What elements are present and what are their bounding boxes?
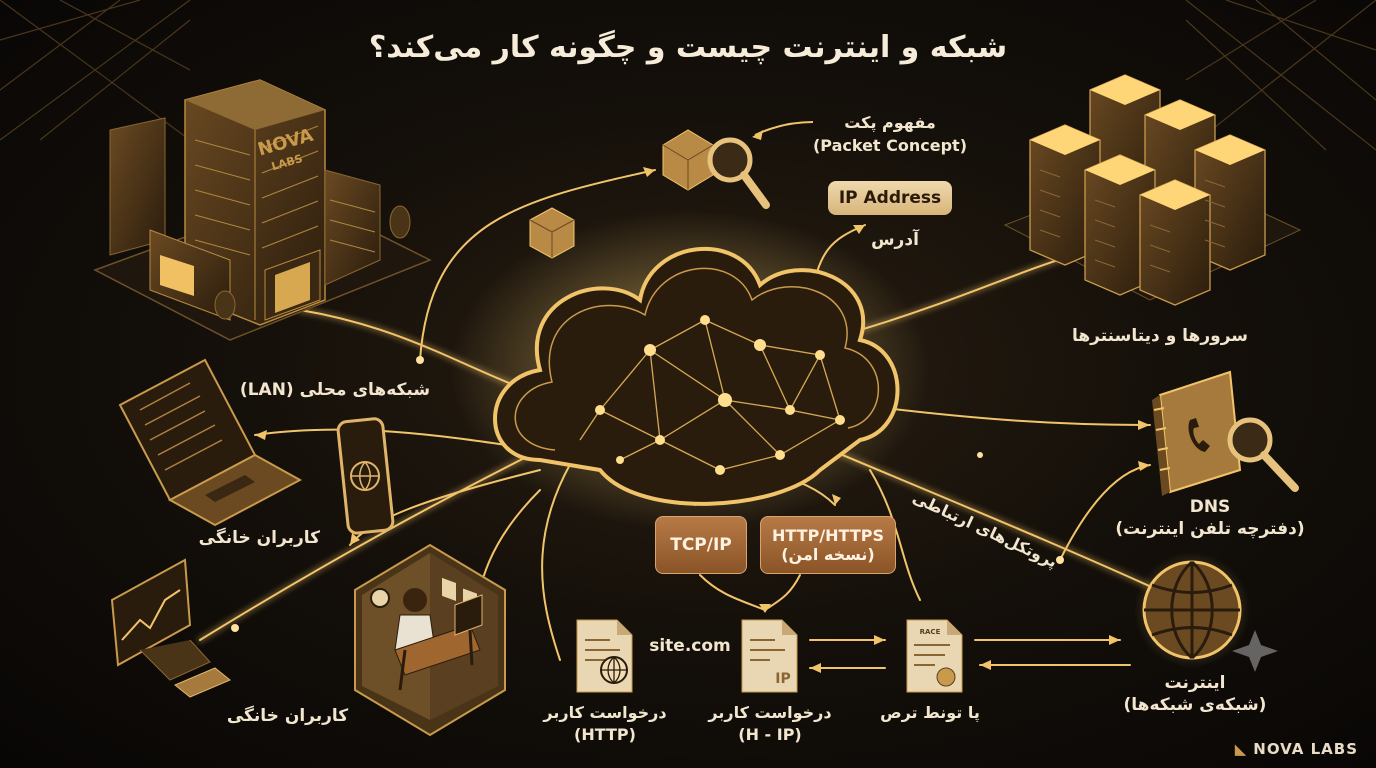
corner-lattice-left	[0, 0, 191, 141]
office-building-illustration	[93, 79, 432, 341]
brand-logo: ◣ NOVA LABS	[1235, 740, 1358, 758]
ip-address-label-fa: آدرس	[871, 230, 919, 250]
request-ip-label-line2: (H - IP)	[738, 725, 802, 744]
packet-label-en: (Packet Concept)	[812, 136, 968, 155]
document-ip-icon: IP	[741, 619, 798, 693]
home-users-label-2: کاربران خانگی	[226, 706, 349, 726]
brand-text: NOVA LABS	[1253, 740, 1358, 758]
site-label: site.com	[649, 636, 731, 656]
brand-mark-icon: ◣	[1234, 740, 1248, 758]
sparkle-icon	[1232, 630, 1278, 672]
lan-label: شبکه‌های محلی (LAN)	[239, 380, 431, 400]
dns-label-fa: (دفترچه تلفن اینترنت)	[1115, 519, 1305, 539]
office-cubicle-illustration	[354, 543, 506, 737]
request-http-label-line2: (HTTP)	[574, 725, 636, 744]
magnifier-icon	[707, 137, 770, 209]
document-ip-mark: IP	[775, 671, 790, 687]
home-users-label-1: کاربران خانگی	[198, 528, 320, 548]
http-https-chip-line2: (نسخه امن)	[781, 545, 875, 564]
laptop-illustration	[118, 358, 303, 527]
dns-magnifier-icon	[1227, 417, 1299, 492]
servers-label: سرورها و دیتاسنترها	[1072, 326, 1248, 346]
packet-cube-large	[662, 129, 714, 191]
tcpip-chip-label: TCP/IP	[670, 535, 732, 555]
http-https-chip-line1: HTTP/HTTPS	[772, 526, 884, 545]
cloud-network-illustration	[450, 210, 930, 530]
globe-icon	[1134, 552, 1250, 668]
packet-label-fa: مفهوم پکت	[844, 113, 936, 132]
datacenter-servers-illustration	[1003, 74, 1302, 306]
document-certificate-icon: RACE	[906, 619, 963, 693]
dns-label-en: DNS	[1189, 497, 1231, 517]
internet-label-line2: (شبکه‌ی شبکه‌ها)	[1123, 695, 1267, 715]
document-certificate-mark: RACE	[920, 628, 941, 636]
document-http-icon	[576, 619, 633, 693]
internet-label-line1: اینترنت	[1164, 673, 1226, 693]
dns-phonebook-icon	[1152, 370, 1242, 496]
packet-cube-small	[529, 207, 575, 259]
corner-lattice-right	[1185, 0, 1376, 151]
request-ip-label-line1: درخواست کاربر	[708, 703, 832, 722]
ip-address-chip: IP Address	[828, 181, 952, 215]
request-http-label-line1: درخواست کاربر	[543, 703, 667, 722]
http-https-chip: HTTP/HTTPS (نسخه امن)	[760, 516, 896, 574]
phone-illustration	[336, 417, 395, 535]
page-title: شبکه و اینترنت چیست و چگونه کار می‌کند؟	[368, 30, 1008, 65]
pa-tont-label: پا تونط ترص	[880, 703, 980, 722]
desktop-monitor-illustration	[110, 558, 231, 698]
tcpip-chip: TCP/IP	[655, 516, 747, 574]
